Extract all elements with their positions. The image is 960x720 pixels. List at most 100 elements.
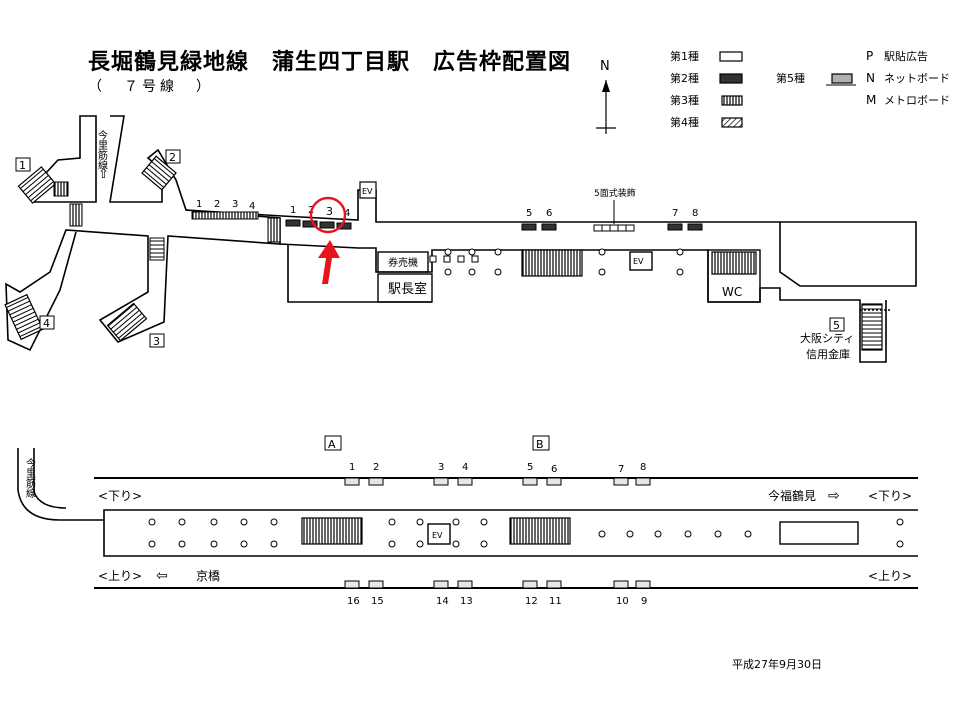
legend-kind-1: 第1種 [670,49,699,63]
arrow-east-icon: ⇨ [828,488,840,504]
line-number: （ ７号線 ） [88,79,214,95]
platform-bottom-num-12: 12 [525,596,538,607]
platform-ads-top: 1 2 3 4 5 6 7 8 [344,462,651,486]
platform-bottom-num-10: 10 [616,596,629,607]
bank-label-2: 信用金庫 [806,347,850,361]
wc-label: WC [722,285,742,299]
exit-5-stairs [861,303,883,351]
platform-bottom-num-16: 16 [347,596,360,607]
bank-label-1: 大阪シティ [800,331,854,345]
dest-east-label: 今福鶴見 [768,488,816,503]
platform-bottom-num-14: 14 [436,596,449,607]
highlight-arrow-icon [318,240,340,284]
platform-stairs-b [509,517,571,545]
kind-1-swatch [719,51,743,62]
ev-label-platform: EV [432,531,443,540]
legend-code-p-label: 駅貼広告 [884,49,928,63]
platform-top-num-7: 7 [618,464,624,475]
ev-label-top: EV [362,187,373,196]
platform-street-label: 今里筋線 [24,457,36,498]
right-num-6: 6 [546,208,552,219]
platform-ads-bottom: 16 15 14 13 12 11 10 9 [344,580,651,607]
exit-5-label: 5 [833,319,840,332]
concourse-map [4,115,917,363]
platform-bottom-num-9: 9 [641,596,647,607]
legend-kind-2: 第2種 [670,71,699,85]
kind-4-swatch [721,117,743,128]
exit-4-stairs [4,293,44,341]
legend: 第1種 第2種 第3種 第4種 第5種 P 駅貼広告 N ネットボード M メト… [670,49,950,129]
solid-num-3: 3 [326,205,333,218]
legend-code-n-label: ネットボード [884,72,950,85]
legend-code-n: N [866,71,875,85]
platform-top-num-4: 4 [462,462,468,473]
solid-board-1 [285,219,301,227]
concourse-ads: 1 2 3 4 1 2 3 4 5 6 7 8 5面式装飾 [191,187,703,232]
solid-board-5 [521,223,537,231]
platform-top-num-1: 1 [349,462,355,473]
platform-top-num-2: 2 [373,462,379,473]
exit-1-stairs [17,166,57,204]
section-b-label: B [536,438,544,451]
svg-text:今里筋線: 今里筋線 [96,129,108,170]
solid-board-7 [667,223,683,231]
decoration-label: 5面式装飾 [594,187,636,199]
platform-bottom-num-11: 11 [549,596,562,607]
north-label: N [600,59,610,74]
striped-board-row [191,211,259,220]
striped-num-3: 3 [232,199,238,210]
concourse-street-label: 今里筋線 ⇧ [96,129,109,182]
striped-num-2: 2 [214,199,220,210]
street-arrow-icon: ⇧ [98,167,109,182]
decoration-board [593,224,635,232]
platform-bottom-num-13: 13 [460,596,473,607]
legend-kind-3: 第3種 [670,93,699,107]
exit-2-label: 2 [169,151,176,164]
platform-ev-box [427,523,451,545]
platform-bottom-num-15: 15 [371,596,384,607]
legend-code-m: M [866,93,876,107]
concourse-ev-top [359,181,377,199]
ev-label-concourse: EV [633,257,644,266]
exit-3-label: 3 [153,335,160,348]
north-arrowhead-icon [602,80,610,92]
kind-5-swatch [831,73,853,84]
legend-kind-5: 第5種 [776,71,805,85]
platform-structure [779,521,859,545]
ticket-room [377,251,429,273]
solid-board-2 [302,220,318,228]
exit-1-label: 1 [19,159,26,172]
station-office-label: 駅長室 [388,281,427,297]
exit-4-label: 4 [43,317,50,330]
down-label-right: <下り> [868,489,912,503]
legend-code-m-label: メトロボード [884,94,950,107]
exit-labels: 1 2 3 4 5 [15,149,845,348]
legend-code-p: P [866,49,873,63]
highlight-marker [309,196,347,284]
kind-2-swatch [719,73,743,84]
platform-map [17,448,918,589]
right-num-8: 8 [692,208,698,219]
concourse-columns [429,248,684,276]
highlight-circle [309,196,347,234]
platform-columns [148,518,904,548]
exit-3-stairs [106,302,148,342]
platform-stairs-a [301,517,363,545]
wc-room [707,249,761,303]
right-num-5: 5 [526,208,532,219]
platform-top-num-3: 3 [438,462,444,473]
solid-board-6 [541,223,557,231]
right-num-7: 7 [672,208,678,219]
revision-date: 平成27年9月30日 [732,658,822,671]
up-label-left: <上り> [98,569,142,583]
ticket-machine-label: 券売機 [388,256,418,269]
down-label-left: <下り> [98,489,142,503]
concourse-ev-box [629,251,653,271]
platform-top-num-8: 8 [640,462,646,473]
page-title: 長堀鶴見緑地線 蒲生四丁目駅 広告枠配置図 [88,50,572,75]
exit-2-stairs [141,155,177,191]
legend-kind-4: 第4種 [670,115,699,129]
office-room [377,273,433,303]
striped-num-4: 4 [249,201,255,212]
